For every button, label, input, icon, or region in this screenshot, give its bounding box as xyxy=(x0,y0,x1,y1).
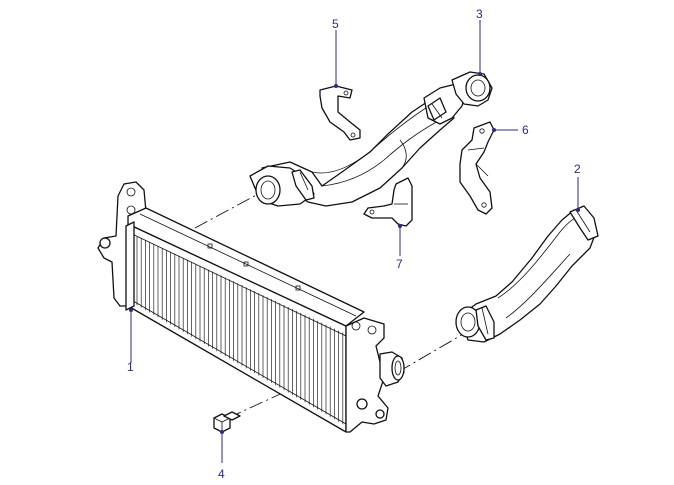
callout-5: 5 xyxy=(332,17,339,31)
lower-intake-pipe-part-2 xyxy=(455,205,599,343)
core-fins xyxy=(136,236,344,425)
leader-lines xyxy=(129,20,580,463)
callout-1: 1 xyxy=(127,360,134,374)
bracket-part-6 xyxy=(459,121,495,215)
callout-labels: 1 2 3 4 5 6 7 xyxy=(127,7,581,481)
bracket-part-5 xyxy=(319,85,361,141)
upper-intake-pipe-part-3 xyxy=(249,71,493,207)
callout-7: 7 xyxy=(396,257,403,271)
bracket-part-7 xyxy=(363,177,413,227)
intercooler-part-1 xyxy=(97,181,405,433)
callout-4: 4 xyxy=(218,467,225,481)
callout-2: 2 xyxy=(574,162,581,176)
bolt-part-4 xyxy=(213,411,241,433)
callout-3: 3 xyxy=(476,7,483,21)
callout-6: 6 xyxy=(522,123,529,137)
